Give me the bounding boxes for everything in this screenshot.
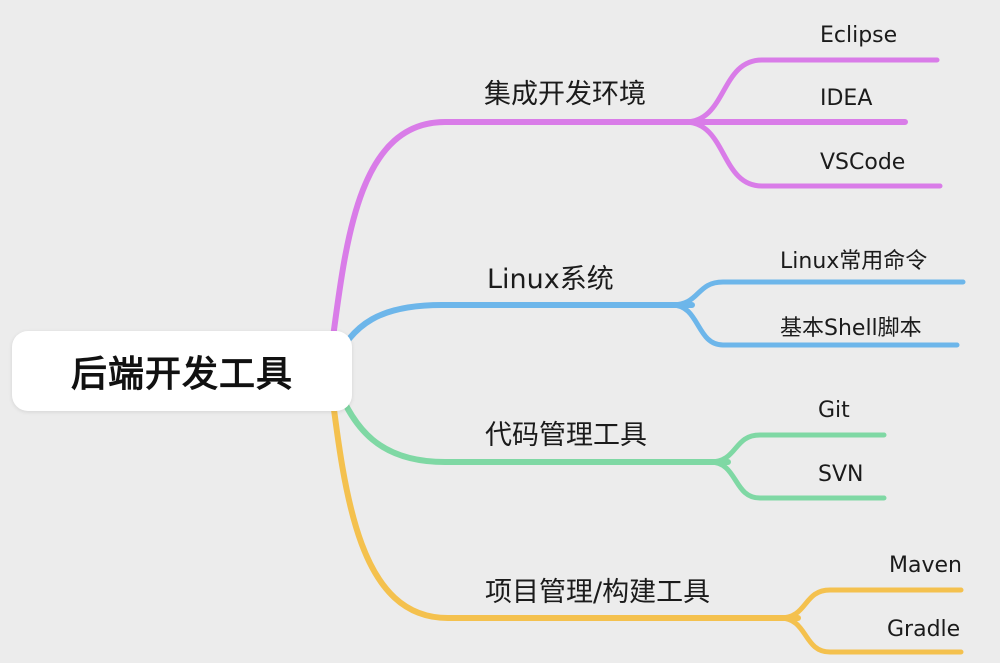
branch-label-build: 项目管理/构建工具 bbox=[485, 577, 711, 608]
branch-scm-fork-svn-line bbox=[707, 459, 887, 501]
branch-label-linux: Linux系统 bbox=[487, 264, 614, 295]
branch-label-ide: 集成开发环境 bbox=[484, 79, 646, 110]
child-label-eclipse: Eclipse bbox=[820, 23, 898, 48]
branch-linux-fork-shell-line bbox=[669, 302, 960, 348]
branch-label-scm: 代码管理工具 bbox=[485, 420, 647, 451]
branch-ide-line bbox=[327, 119, 908, 363]
branch-ide-fork-eclipse-line bbox=[682, 57, 940, 125]
child-label-shell-script: 基本Shell脚本 bbox=[780, 316, 922, 341]
child-label-vscode: VSCode bbox=[820, 150, 906, 175]
child-label-svn: SVN bbox=[818, 462, 864, 487]
branch-linux-line bbox=[329, 302, 695, 371]
branch-linux-fork-commands-line bbox=[669, 279, 966, 308]
child-label-git: Git bbox=[818, 398, 850, 423]
child-label-linux-commands: Linux常用命令 bbox=[780, 249, 928, 274]
child-label-maven: Maven bbox=[889, 553, 962, 578]
branch-build-fork-gradle-line bbox=[777, 615, 964, 655]
branch-scm-fork-git-line bbox=[707, 432, 887, 465]
child-label-idea: IDEA bbox=[820, 86, 873, 111]
child-label-gradle: Gradle bbox=[887, 617, 961, 642]
branch-ide-fork-vscode-line bbox=[682, 119, 943, 189]
branch-build-line bbox=[327, 375, 801, 621]
branch-build-fork-maven-line bbox=[777, 587, 964, 621]
root-node: 后端开发工具 bbox=[12, 331, 352, 411]
